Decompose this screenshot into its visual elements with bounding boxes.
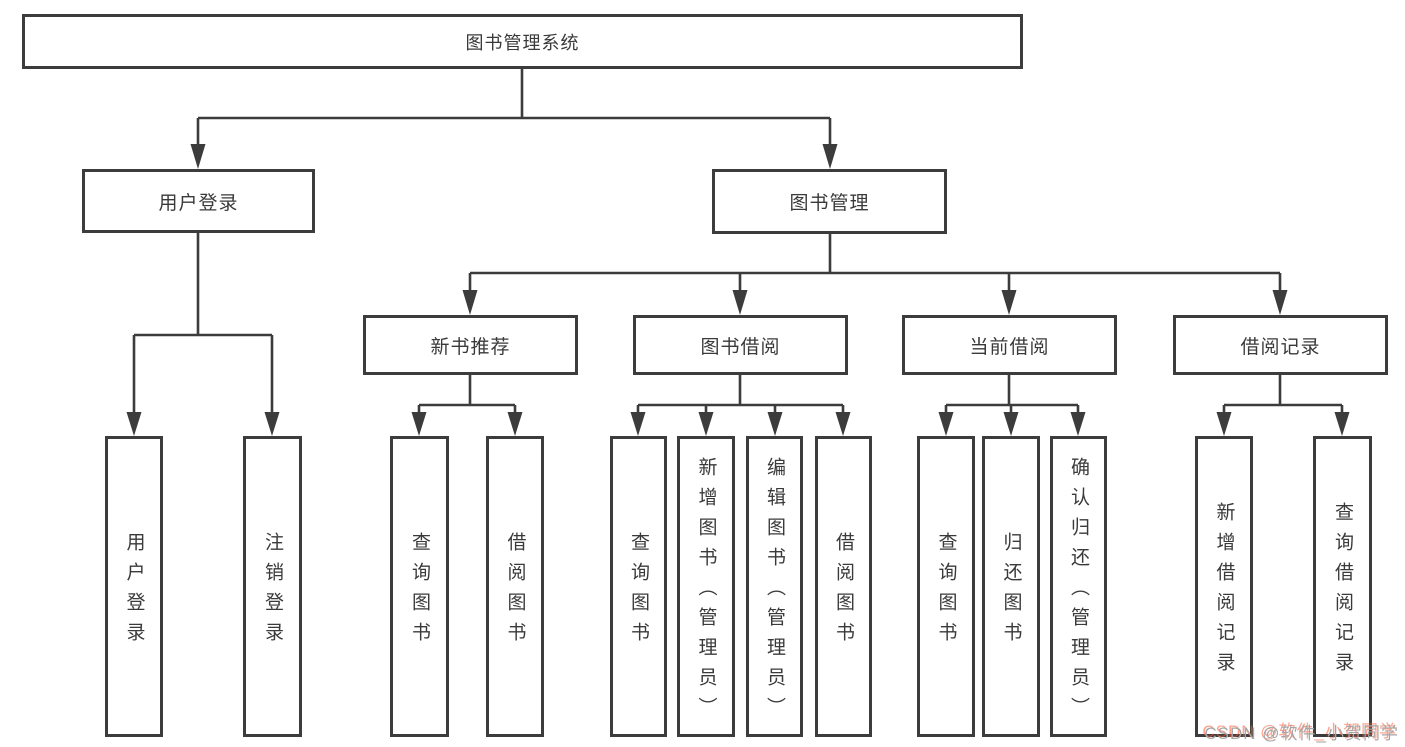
node-new-book-recommend: 新书推荐 xyxy=(363,315,578,375)
node-book-borrow: 图书借阅 xyxy=(633,315,848,375)
leaf-query-books-current: 查询图书 xyxy=(917,436,975,737)
leaf-query-books-borrow: 查询图书 xyxy=(610,436,667,737)
leaf-confirm-return-admin: 确认归还（管理员） xyxy=(1050,436,1107,737)
leaf-add-books-admin: 新增图书（管理员） xyxy=(677,436,735,737)
node-user-login: 用户登录 xyxy=(82,169,315,233)
leaf-add-borrow-record: 新增借阅记录 xyxy=(1195,436,1253,737)
leaf-query-borrow-record: 查询借阅记录 xyxy=(1313,436,1372,737)
node-root: 图书管理系统 xyxy=(22,14,1023,69)
leaf-query-books-recommend: 查询图书 xyxy=(390,436,449,737)
leaf-borrow-books: 借阅图书 xyxy=(815,436,872,737)
leaf-logout: 注销登录 xyxy=(243,436,302,737)
leaf-borrow-books-recommend: 借阅图书 xyxy=(486,436,544,737)
leaf-edit-books-admin: 编辑图书（管理员） xyxy=(746,436,803,737)
leaf-return-books: 归还图书 xyxy=(982,436,1040,737)
node-current-borrow: 当前借阅 xyxy=(902,315,1117,375)
csdn-watermark: CSDN @软件_小贺同学 xyxy=(1204,724,1399,743)
node-book-management: 图书管理 xyxy=(712,169,947,234)
leaf-user-login: 用户登录 xyxy=(105,436,163,737)
node-borrow-records: 借阅记录 xyxy=(1173,315,1388,375)
